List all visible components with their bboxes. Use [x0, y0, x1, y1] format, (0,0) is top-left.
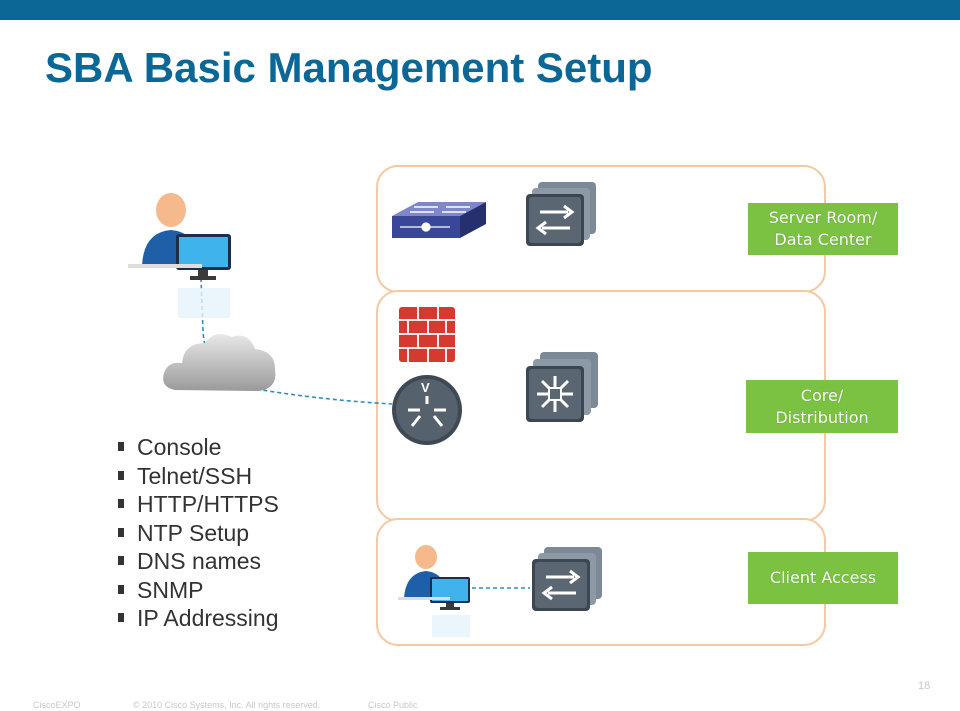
admin-user-icon: [128, 193, 231, 318]
bullet-item: Console: [118, 433, 279, 462]
bullet-text: DNS names: [137, 548, 261, 574]
bullet-marker: [118, 499, 124, 508]
footer-brand: CiscoEXPO: [33, 700, 81, 710]
bullet-marker: [118, 556, 124, 565]
label-client-access-text: Client Access: [769, 568, 877, 587]
layer3-switch-icon: [526, 352, 598, 422]
bullet-text: NTP Setup: [137, 519, 250, 546]
workgroup-switch-icon: [532, 547, 602, 611]
firewall-icon: [399, 307, 455, 362]
label-client-access: Client Access: [748, 552, 898, 604]
svg-text:V: V: [421, 380, 430, 395]
client-user-icon: [398, 545, 470, 637]
label-core-distribution: Core/ Distribution: [746, 380, 898, 433]
bullet-item: NTP Setup: [118, 519, 279, 548]
label-server-room: Server Room/ Data Center: [748, 203, 898, 255]
workgroup-switch-server-icon: [526, 182, 596, 246]
top-banner: [0, 0, 960, 20]
cloud-icon: [163, 334, 276, 391]
footer-classification: Cisco Public: [368, 700, 418, 710]
bullet-text: Console: [137, 434, 222, 460]
bullet-item: IP Addressing: [118, 604, 279, 633]
bullet-marker: [118, 442, 124, 451]
bullet-item: HTTP/HTTPS: [118, 490, 279, 519]
router-icon: V: [392, 375, 462, 445]
bullet-item: Telnet/SSH: [118, 462, 279, 491]
footer-copyright: © 2010 Cisco Systems, Inc. All rights re…: [133, 700, 321, 710]
bullet-item: DNS names: [118, 547, 279, 576]
slide-title: SBA Basic Management Setup: [45, 44, 653, 91]
bullet-marker: [118, 584, 124, 594]
bullet-marker: [118, 470, 124, 480]
stacked-switch-icon: [392, 202, 486, 238]
page-number: 18: [918, 680, 931, 692]
bullet-text: SNMP: [137, 576, 204, 603]
label-server-room-line2: Data Center: [774, 230, 872, 249]
bullet-item: SNMP: [118, 576, 279, 605]
label-server-room-line1: Server Room/: [768, 208, 878, 227]
bullet-list: Console Telnet/SSH HTTP/HTTPS NTP Setup …: [118, 433, 279, 633]
bullet-text: Telnet/SSH: [137, 462, 253, 489]
bullet-marker: [118, 527, 124, 537]
bullet-text: IP Addressing: [137, 605, 279, 631]
bullet-text: HTTP/HTTPS: [137, 491, 279, 517]
bullet-marker: [118, 613, 124, 622]
label-core-line1: Core/: [800, 385, 844, 405]
label-core-line2: Distribution: [775, 407, 869, 427]
